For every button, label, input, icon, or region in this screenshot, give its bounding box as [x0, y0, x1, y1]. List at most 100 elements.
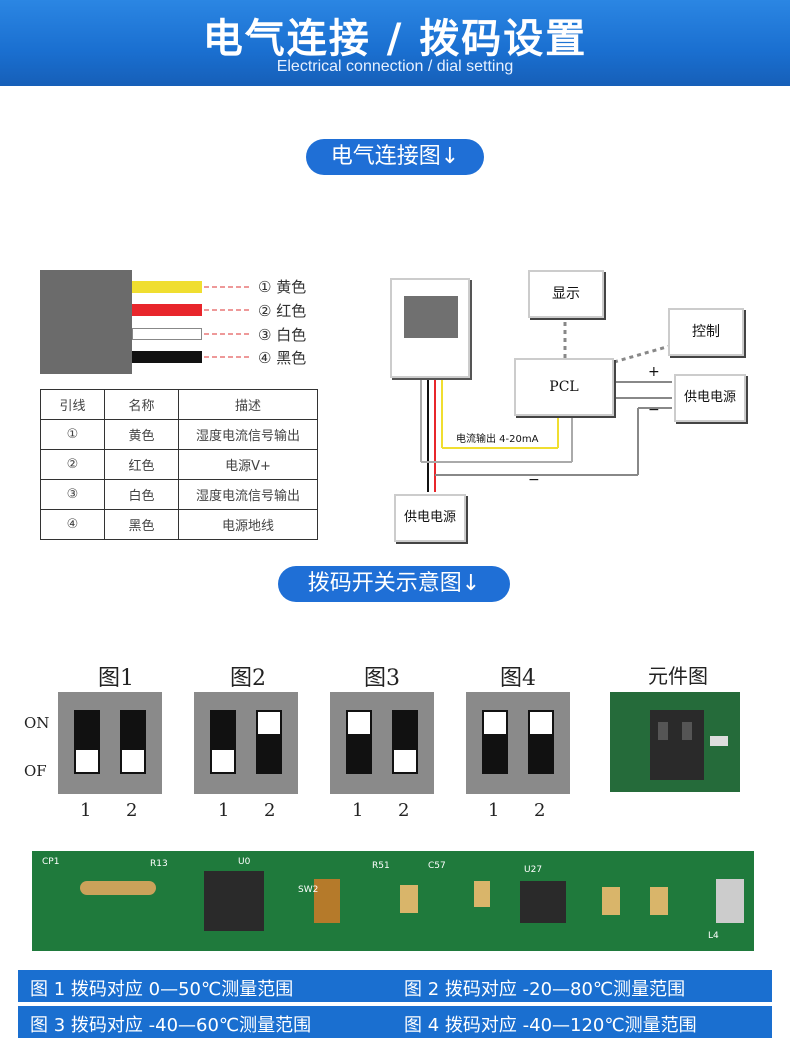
header-banner — [0, 0, 790, 86]
range-fig1: 图 1 拨码对应 0—50℃测量范围 — [30, 979, 294, 1000]
wire-table: 引线 名称 描述 ① 黄色 湿度电流信号输出 ② 红色 电源V+ ③ 白色 湿度… — [40, 389, 318, 540]
table-cell: 黄色 — [104, 419, 179, 450]
pin-number: 2 — [534, 800, 546, 821]
switch-knob — [76, 750, 98, 772]
switch-1 — [346, 710, 372, 774]
table-row: ② 红色 电源V+ — [40, 449, 318, 480]
table-cell: ③ — [40, 479, 105, 510]
page-title: 电气连接 / 拨码设置 — [202, 16, 588, 62]
off-label: OF — [24, 762, 47, 780]
on-label: ON — [24, 714, 50, 732]
power-supply-right: 供电电源 — [674, 374, 746, 422]
wire-label-4: ④ 黑色 — [258, 349, 307, 367]
switch-2 — [392, 710, 418, 774]
pcb-component — [400, 885, 418, 913]
pcb-chip-u27 — [520, 881, 566, 923]
table-cell: 电源地线 — [178, 509, 318, 540]
pcl-box: PCL — [514, 358, 614, 416]
switch-knob — [122, 750, 144, 772]
control-box: 控制 — [668, 308, 744, 356]
dip-switch-figure-2 — [194, 692, 298, 794]
wire-white — [132, 328, 202, 340]
table-cell: ① — [40, 419, 105, 450]
switch-knob — [484, 712, 506, 734]
range-bar-top: 图 1 拨码对应 0—50℃测量范围 图 2 拨码对应 -20—80℃测量范围 — [18, 970, 772, 1002]
transmitter-device — [390, 278, 470, 378]
switch-knob — [530, 712, 552, 734]
switch-2 — [528, 710, 554, 774]
dip-switch-figure-3 — [330, 692, 434, 794]
table-header: 名称 — [104, 389, 179, 420]
wire-label-2: ② 红色 — [258, 302, 307, 320]
figure-4-label: 图4 — [500, 666, 536, 691]
table-header-row: 引线 名称 描述 — [40, 389, 318, 420]
pcb-sensor — [716, 879, 744, 923]
pcb-label: R13 — [150, 859, 168, 869]
pcb-board-photo: CP1 R13 U0 SW2 R51 C57 U27 L4 — [32, 851, 754, 951]
wire-yellow — [132, 281, 202, 293]
pin-number: 2 — [126, 800, 138, 821]
plus-sign: + — [648, 364, 660, 380]
range-fig2: 图 2 拨码对应 -20—80℃测量范围 — [404, 979, 686, 1000]
pcb-label: CP1 — [42, 857, 60, 867]
table-cell: ② — [40, 449, 105, 480]
switch-knob — [394, 750, 416, 772]
figure-2-label: 图2 — [230, 666, 266, 691]
pcb-label: U0 — [238, 857, 251, 867]
display-box: 显示 — [528, 270, 604, 318]
current-output-label: 电流输出 4-20mA — [456, 434, 539, 445]
pin-number: 2 — [264, 800, 276, 821]
switch-1 — [210, 710, 236, 774]
wire-label-1: ① 黄色 — [258, 278, 307, 296]
switch-1 — [74, 710, 100, 774]
pcb-label: C57 — [428, 861, 446, 871]
page-subtitle: Electrical connection / dial setting — [276, 58, 514, 75]
wire-red — [132, 304, 202, 316]
pcb-label: SW2 — [298, 885, 319, 895]
table-row: ③ 白色 湿度电流信号输出 — [40, 479, 318, 510]
pin-number: 1 — [218, 800, 230, 821]
switch-knob — [348, 712, 370, 734]
table-cell: 电源V+ — [178, 449, 318, 480]
wire-label-3: ③ 白色 — [258, 326, 307, 344]
pcb-chip-u0 — [204, 871, 264, 931]
pin-number: 1 — [80, 800, 92, 821]
pcb-component — [650, 887, 668, 915]
pcb-component — [474, 881, 490, 907]
figure-3-label: 图3 — [364, 666, 400, 691]
pin-number: 1 — [352, 800, 364, 821]
switch-knob — [212, 750, 234, 772]
switch-2 — [120, 710, 146, 774]
pcb-label: U27 — [524, 865, 543, 875]
figure-1-label: 图1 — [98, 666, 134, 691]
table-row: ① 黄色 湿度电流信号输出 — [40, 419, 318, 450]
dip-switch-figure-4 — [466, 692, 570, 794]
pcb-label: L4 — [708, 931, 719, 941]
switch-knob — [258, 712, 280, 734]
pin-number: 1 — [488, 800, 500, 821]
power-supply-bottom: 供电电源 — [394, 494, 466, 542]
table-row: ④ 黑色 电源地线 — [40, 509, 318, 540]
table-cell: ④ — [40, 509, 105, 540]
dip-section-pill: 拨码开关示意图↓ — [278, 566, 510, 602]
wire-black — [132, 351, 202, 363]
dip-switch-component — [650, 710, 704, 780]
pin-number: 2 — [398, 800, 410, 821]
wiring-section-pill: 电气连接图↓ — [306, 139, 484, 175]
table-cell: 湿度电流信号输出 — [178, 479, 318, 510]
dip-switch-figure-1 — [58, 692, 162, 794]
table-header: 描述 — [178, 389, 318, 420]
dip-lever — [658, 722, 668, 740]
range-fig3: 图 3 拨码对应 -40—60℃测量范围 — [30, 1015, 312, 1036]
minus-sign-right: − — [648, 402, 660, 418]
connection-wires — [420, 322, 672, 492]
component-label: 元件图 — [648, 664, 708, 688]
table-cell: 黑色 — [104, 509, 179, 540]
range-fig4: 图 4 拨码对应 -40—120℃测量范围 — [404, 1015, 697, 1036]
switch-2 — [256, 710, 282, 774]
dip-lever — [682, 722, 692, 740]
pcb-dip-switch — [314, 879, 340, 923]
pcb-pads — [80, 881, 156, 895]
transmitter-screen — [404, 296, 458, 338]
minus-sign-bottom: − — [528, 472, 540, 488]
